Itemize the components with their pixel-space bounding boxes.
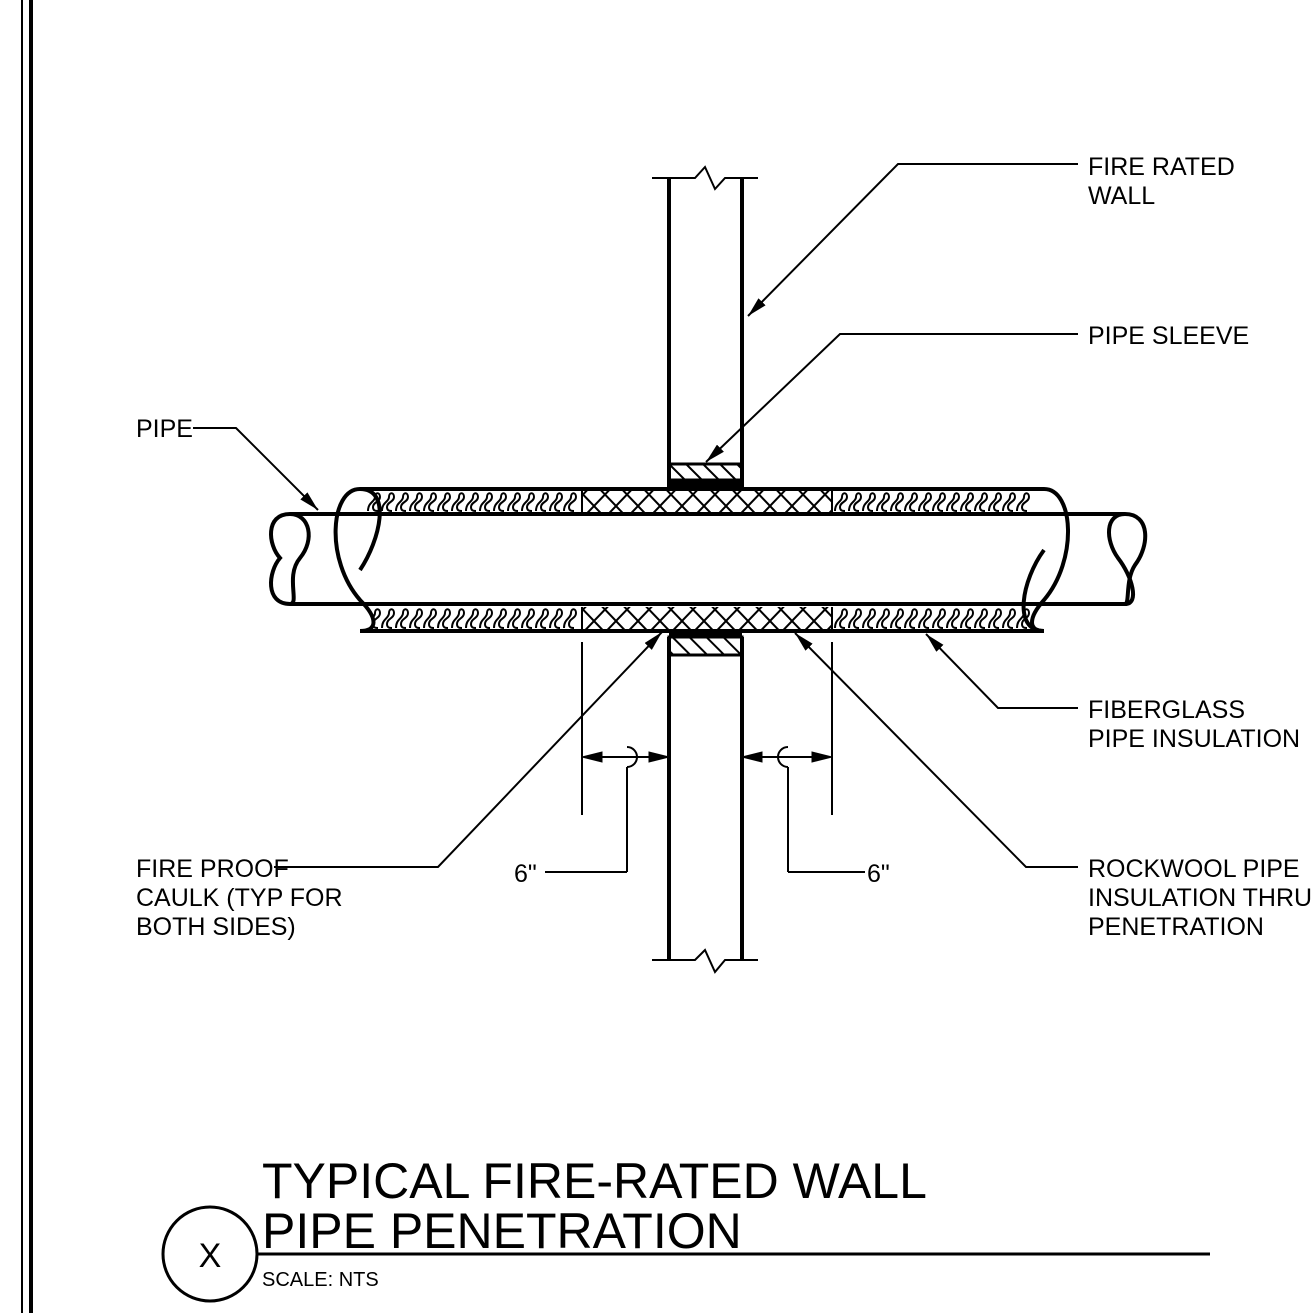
insulation-squiggle <box>848 608 863 629</box>
label-fire-rated-wall-1: FIRE RATED <box>1088 153 1235 181</box>
insulation-squiggle <box>904 492 919 512</box>
insulation-squiggle <box>834 608 849 629</box>
insulation-squiggle <box>1002 608 1017 629</box>
insulation-squiggle <box>932 608 947 629</box>
drawing-title-line2: PIPE PENETRATION <box>262 1203 742 1259</box>
insulation-squiggle <box>876 492 891 512</box>
insulation-squiggle <box>479 492 494 512</box>
insulation-squiggle <box>535 608 550 629</box>
insulation-squiggle <box>395 608 410 629</box>
rockwool-insulation <box>582 490 832 630</box>
insulation-squiggle <box>535 492 550 512</box>
insulation-squiggle <box>960 608 975 629</box>
label-caulk-2: CAULK (TYP FOR <box>136 884 343 912</box>
insulation-squiggle <box>409 492 424 512</box>
leader-rockwool <box>794 632 1078 868</box>
leader-pipe-sleeve <box>705 333 1078 463</box>
insulation-squiggle <box>549 608 564 629</box>
insulation-squiggle <box>479 608 494 629</box>
label-rockwool-3: PENETRATION <box>1088 913 1264 941</box>
insulation-squiggle <box>437 608 452 629</box>
insulation-squiggle <box>409 608 424 629</box>
insulation-squiggle <box>988 492 1003 512</box>
insulation-squiggle <box>521 492 536 512</box>
insulation-squiggle <box>423 492 438 512</box>
insulation-squiggle <box>493 492 508 512</box>
fire-rated-wall <box>652 165 758 974</box>
insulation-squiggle <box>451 492 466 512</box>
insulation-squiggle <box>367 492 382 512</box>
drawing-scale: SCALE: NTS <box>262 1269 379 1291</box>
dimension-6in-left <box>545 642 670 873</box>
label-fire-rated-wall-2: WALL <box>1088 182 1155 210</box>
insulation-squiggle <box>521 608 536 629</box>
insulation-squiggle <box>563 608 578 629</box>
insulation-squiggle <box>1016 492 1031 512</box>
dimension-label-left: 6" <box>514 860 537 888</box>
label-pipe: PIPE <box>136 415 193 443</box>
insulation-squiggle <box>563 492 578 512</box>
label-rockwool-1: ROCKWOOL PIPE <box>1088 855 1300 883</box>
insulation-squiggle <box>381 608 396 629</box>
insulation-squiggle <box>890 492 905 512</box>
insulation-squiggle <box>834 492 849 512</box>
dimension-label-right: 6" <box>867 860 890 888</box>
label-caulk-3: BOTH SIDES) <box>136 913 296 941</box>
leader-fire-proof-caulk <box>274 631 663 868</box>
insulation-squiggle <box>451 608 466 629</box>
label-caulk-1: FIRE PROOF <box>136 855 289 883</box>
insulation-squiggle <box>1016 608 1031 629</box>
insulation-squiggle <box>465 492 480 512</box>
leader-pipe <box>193 427 319 511</box>
dimension-6in-right <box>741 642 865 873</box>
insulation-squiggle <box>381 492 396 512</box>
leader-fire-rated-wall <box>747 163 1078 317</box>
insulation-squiggle <box>507 608 522 629</box>
insulation-squiggle <box>862 608 877 629</box>
pipe <box>269 512 1148 606</box>
pipe-sleeve <box>667 462 744 657</box>
label-rockwool-2: INSULATION THRU <box>1088 884 1311 912</box>
insulation-squiggle <box>493 608 508 629</box>
insulation-squiggle <box>437 492 452 512</box>
insulation-squiggle <box>876 608 891 629</box>
insulation-squiggle <box>974 608 989 629</box>
leader-lines <box>193 163 1078 868</box>
title-block: X TYPICAL FIRE-RATED WALL PIPE PENETRATI… <box>161 1153 1210 1303</box>
label-fiberglass-1: FIBERGLASS <box>1088 696 1245 724</box>
label-fiberglass-2: PIPE INSULATION <box>1088 725 1300 753</box>
insulation-squiggle <box>946 608 961 629</box>
insulation-squiggle <box>862 492 877 512</box>
insulation-squiggle <box>974 492 989 512</box>
insulation-squiggle <box>918 608 933 629</box>
insulation-squiggle <box>549 492 564 512</box>
insulation-squiggle <box>395 492 410 512</box>
leader-fiberglass <box>925 633 1078 709</box>
insulation-outline <box>333 487 1070 633</box>
insulation-squiggle <box>918 492 933 512</box>
insulation-squiggle <box>946 492 961 512</box>
insulation-squiggle <box>1002 492 1017 512</box>
detail-tag: X <box>199 1237 222 1275</box>
insulation-squiggle <box>507 492 522 512</box>
insulation-squiggle <box>890 608 905 629</box>
drawing-title-line1: TYPICAL FIRE-RATED WALL <box>262 1153 927 1209</box>
insulation-squiggle <box>465 608 480 629</box>
fiberglass-insulation <box>360 490 1044 630</box>
insulation-squiggle <box>988 608 1003 629</box>
label-pipe-sleeve: PIPE SLEEVE <box>1088 322 1249 350</box>
insulation-squiggle <box>904 608 919 629</box>
insulation-squiggle <box>960 492 975 512</box>
insulation-squiggle <box>848 492 863 512</box>
insulation-squiggle <box>932 492 947 512</box>
sheet-border <box>21 0 33 1313</box>
insulation-squiggle <box>423 608 438 629</box>
